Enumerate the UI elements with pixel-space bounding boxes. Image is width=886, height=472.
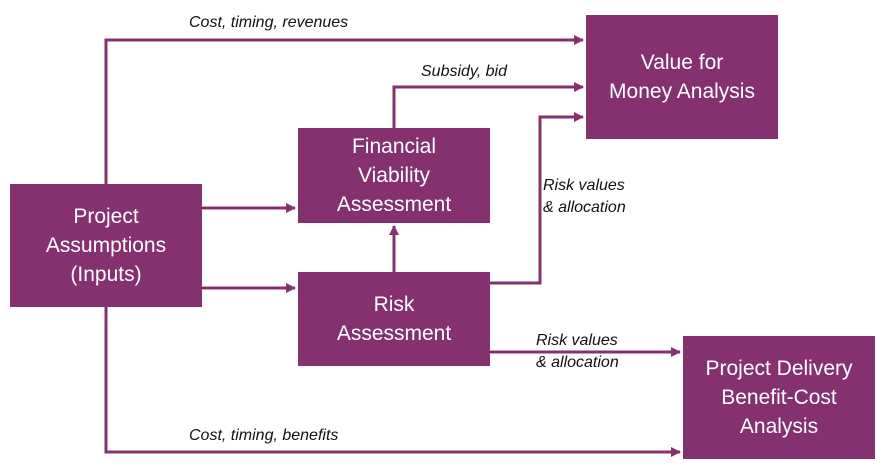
arrow-assumptions-to-project-delivery: [104, 307, 681, 457]
box-line: Assumptions: [45, 234, 167, 257]
arrow-financial-to-value-for-money: [392, 82, 584, 128]
risk-assessment-box: Risk Assessment: [298, 272, 490, 366]
box-line: Viability: [358, 164, 430, 187]
box-line: Project: [73, 205, 139, 228]
arrow-assumptions-to-value-for-money: [104, 35, 584, 184]
box-line: Financial: [351, 135, 437, 158]
box-line: Assessment: [336, 322, 452, 345]
box-line: Assessment: [336, 193, 452, 216]
edge-label-line: & allocation: [536, 354, 619, 371]
box-line: Risk: [373, 293, 415, 316]
box-line: Analysis: [739, 415, 819, 438]
box-line: Money Analysis: [609, 80, 755, 103]
edge-label-cost-timing-revenues: Cost, timing, revenues: [189, 14, 349, 31]
project-delivery-box: Project Delivery Benefit-Cost Analysis: [683, 336, 875, 459]
box-line: Project Delivery: [705, 357, 853, 380]
edge-label-line: Risk values: [543, 177, 625, 194]
edge-label-risk-values-to-delivery: Risk values & allocation: [536, 330, 619, 374]
box-line: Value for: [640, 51, 724, 74]
box-line: Benefit-Cost: [721, 386, 837, 409]
edge-label-line: & allocation: [543, 199, 626, 216]
edge-label-cost-timing-benefits: Cost, timing, benefits: [189, 427, 339, 444]
project-assumptions-box: Project Assumptions (Inputs): [10, 184, 202, 307]
edge-label-subsidy-bid: Subsidy, bid: [421, 63, 507, 80]
arrow-risk-to-value-for-money: [490, 112, 584, 285]
value-for-money-box: Value for Money Analysis: [586, 15, 778, 139]
financial-viability-box: Financial Viability Assessment: [298, 128, 490, 223]
box-line: (Inputs): [70, 263, 142, 286]
edge-label-risk-values-to-vfm: Risk values & allocation: [543, 175, 626, 219]
edge-label-line: Risk values: [536, 332, 618, 349]
